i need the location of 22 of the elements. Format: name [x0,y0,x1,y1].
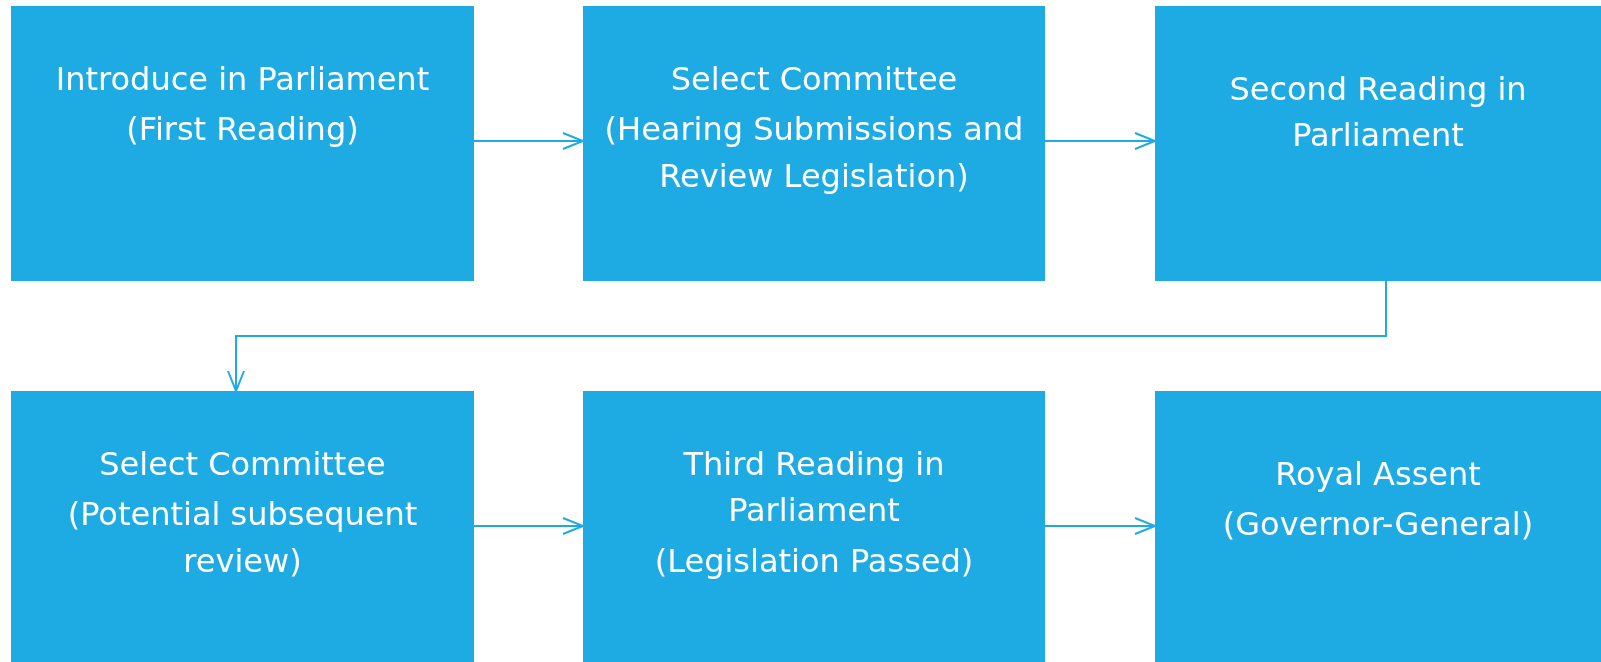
arrow [227,280,1387,392]
arrow [1044,517,1156,535]
step-label: Introduce in Parliament [55,59,430,100]
process-box [11,391,474,662]
arrow [473,517,584,535]
step-label: (Hearing Submissions and Review Legislation) [603,109,1025,197]
step-label: Select Committee [670,59,958,100]
process-box [11,6,474,281]
process-box [583,6,1045,281]
step-label: (Legislation Passed) [654,540,974,582]
step-label: (First Reading) [126,109,359,151]
step-label: Royal Assent [1275,454,1481,495]
step-label: (Governor-General) [1222,504,1534,546]
step-label: (Potential subsequent review) [66,494,419,582]
process-box [1155,391,1601,662]
arrow [473,132,584,150]
process-box [583,391,1045,662]
process-box [1155,6,1601,281]
step-label: Select Committee [99,444,386,485]
step-label: Third Reading in Parliament [682,444,946,532]
arrow [1044,132,1156,150]
step-label: Second Reading in Parliament [1228,69,1528,157]
